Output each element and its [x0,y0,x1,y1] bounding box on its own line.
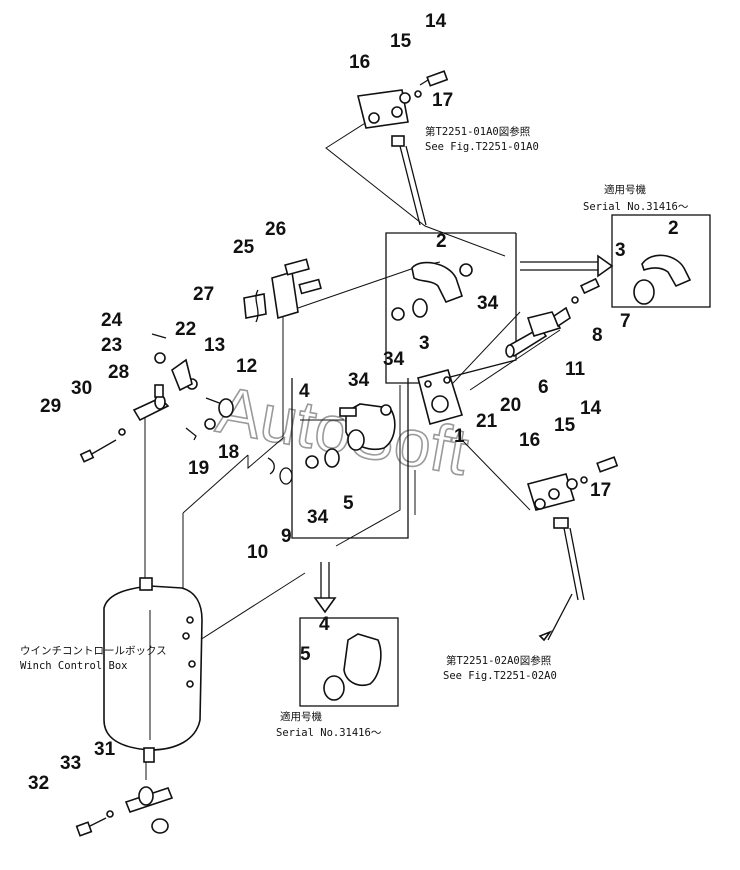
label-27: 27 [193,284,214,305]
label-16-top: 16 [349,52,370,73]
label-2-serial: 2 [668,218,679,239]
winch-box-jp: ウインチコントロールボックス [20,645,167,657]
label-4-main: 4 [299,381,310,402]
label-14-top: 14 [425,11,447,32]
label-18: 18 [218,442,239,463]
label-15-top: 15 [390,31,412,52]
fig-ref-2-jp: 第T2251-02A0図参照 [446,654,552,667]
rod-end-28 [79,333,193,463]
label-22: 22 [175,319,196,340]
label-34-main-right: 34 [477,293,499,314]
label-30: 30 [71,378,92,399]
label-29: 29 [40,396,61,417]
fig-ref-2-en: See Fig.T2251-02A0 [443,670,557,682]
winch-box-en: Winch Control Box [20,660,127,672]
lever-2 [391,261,473,321]
label-8: 8 [592,325,603,346]
label-34-box4-low: 34 [307,507,329,528]
label-34-main-left: 34 [383,349,405,370]
group-box-2 [385,232,517,384]
winch-control-box [103,577,203,763]
label-17-lower: 17 [590,480,611,501]
bracket-1 [417,369,464,425]
label-16-lower: 16 [519,430,540,451]
label-2-main: 2 [436,231,447,252]
label-33: 33 [60,753,81,774]
label-14-lower: 14 [580,398,602,419]
bracket-25 [243,258,322,323]
label-3-main: 3 [419,333,430,354]
linkage-31 [75,786,174,837]
label-6: 6 [538,377,549,398]
notes: 第T2251-01A0図参照 See Fig.T2251-01A0 適用号機 S… [20,125,689,739]
label-19: 19 [188,458,209,479]
label-15-lower: 15 [554,415,576,436]
label-32: 32 [28,773,49,794]
label-23: 23 [101,335,122,356]
fig-ref-1-en: See Fig.T2251-01A0 [425,141,539,153]
label-1: 1 [454,426,465,447]
label-25: 25 [233,237,255,258]
label-24: 24 [101,310,123,331]
label-31: 31 [94,739,116,760]
label-13: 13 [204,335,225,356]
fig-ref-1-jp: 第T2251-01A0図参照 [425,125,531,138]
label-11: 11 [565,359,586,380]
label-5-serial: 5 [300,644,311,665]
label-7: 7 [620,311,631,332]
serial-2-jp: 適用号機 [280,710,322,723]
label-10: 10 [247,542,268,563]
lever-4 [305,403,396,469]
rod-end-12 [185,378,234,441]
label-17-top: 17 [432,90,453,111]
serial-2-en: Serial No.31416～ [276,727,382,739]
clip-9-10 [267,457,293,485]
label-12: 12 [236,356,257,377]
label-28: 28 [108,362,129,383]
part-number-labels: 14 15 16 17 2 34 34 3 2 3 7 8 11 6 20 21… [28,11,679,794]
label-20: 20 [500,395,521,416]
shaft-6 [505,277,601,358]
serial-1-jp: 適用号機 [604,183,646,196]
label-3-serial: 3 [615,240,626,261]
group-box-4 [291,378,409,539]
label-34-box4: 34 [348,370,370,391]
bracket-16-top [357,70,449,226]
label-21: 21 [476,411,498,432]
bracket-16-lower [526,456,619,642]
serial-lever-4 [323,633,382,701]
label-5-main: 5 [343,493,354,514]
label-9: 9 [281,526,292,547]
label-4-serial: 4 [319,614,330,635]
arrow-down [313,562,337,614]
label-26: 26 [265,219,286,240]
serial-lever-2 [633,254,692,305]
serial-box-4-5 [299,617,399,707]
serial-1-en: Serial No.31416～ [583,201,689,213]
serial-box-2-3 [611,214,711,308]
arrow-right [520,254,614,278]
